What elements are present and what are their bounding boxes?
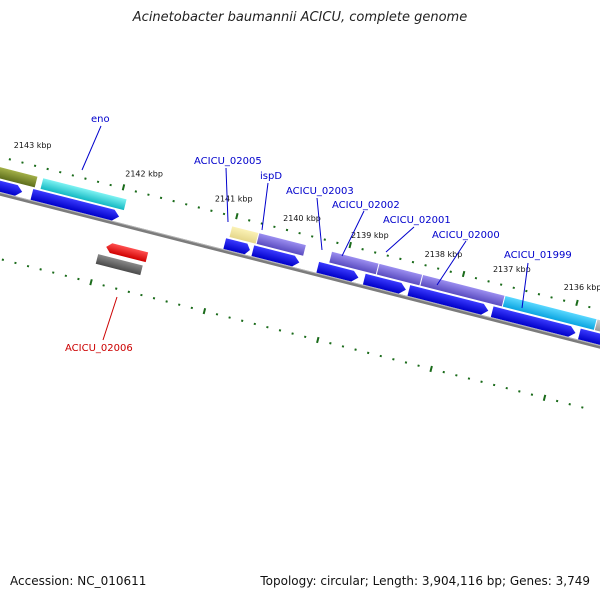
cds-arrow [251,245,300,267]
gene-label-acicu-02000: ACICU_02000 [432,230,500,241]
cds-arrow [223,238,250,255]
genome-backbone-highlight [0,177,600,367]
scale-label: 2138 kbp [425,250,463,259]
scale-label: 2136 kbp [564,283,600,292]
scale-labels: 2143 kbp 2142 kbp 2141 kbp 2140 kbp 2139… [14,141,600,292]
outer-tick-row [8,158,591,309]
reverse-feature-track [95,243,149,276]
gene-label-acicu-01999: ACICU_01999 [504,250,572,261]
gene-label-acicu-02002: ACICU_02002 [332,200,400,211]
scale-label: 2142 kbp [125,169,163,178]
cds-arrow [490,306,576,337]
scale-label: 2139 kbp [351,231,389,240]
gene-block-acicu-02001 [420,275,505,307]
accession-text: Accession: NC_010611 [10,574,147,588]
gene-class-track [0,158,600,345]
feature-gray-block [95,254,143,276]
scale-label: 2143 kbp [14,141,52,150]
gene-label-eno: eno [91,114,110,125]
gene-block-acicu-02000 [502,296,597,330]
forward-cds-track [0,171,600,356]
gene-block-eno [40,178,127,211]
genome-backbone [0,177,600,369]
map-title: Acinetobacter baumannii ACICU, complete … [132,10,468,25]
gene-label-acicu-02003: ACICU_02003 [286,186,354,197]
scale-label: 2140 kbp [283,214,321,223]
gene-label-acicu-02005: ACICU_02005 [194,156,262,167]
gene-label-ispd: ispD [260,171,282,182]
cds-arrow [578,328,600,356]
gene-label-acicu-02006: ACICU_02006 [65,343,133,354]
gene-block-acicu-02003 [329,251,379,275]
gene-labels: eno ACICU_02005 ispD ACICU_02003 ACICU_0… [65,114,572,354]
gene-block-ispd [256,233,306,256]
topology-text: Topology: circular; Length: 3,904,116 bp… [260,574,590,588]
gene-block-olive [0,158,38,188]
scale-label: 2141 kbp [215,194,253,203]
cds-arrow [407,285,489,315]
scale-label: 2137 kbp [493,265,531,274]
gene-block-acicu-02005 [229,226,259,244]
gene-block-acicu-02002 [376,263,423,286]
cds-arrow [0,171,23,196]
gene-label-acicu-02001: ACICU_02001 [383,215,451,226]
cds-arrow [30,189,120,221]
cds-arrow [362,273,406,294]
inner-tick-row [1,258,584,409]
feature-acicu-02006-red [106,243,149,263]
cds-arrow [316,261,359,282]
label-leaders [81,125,529,341]
